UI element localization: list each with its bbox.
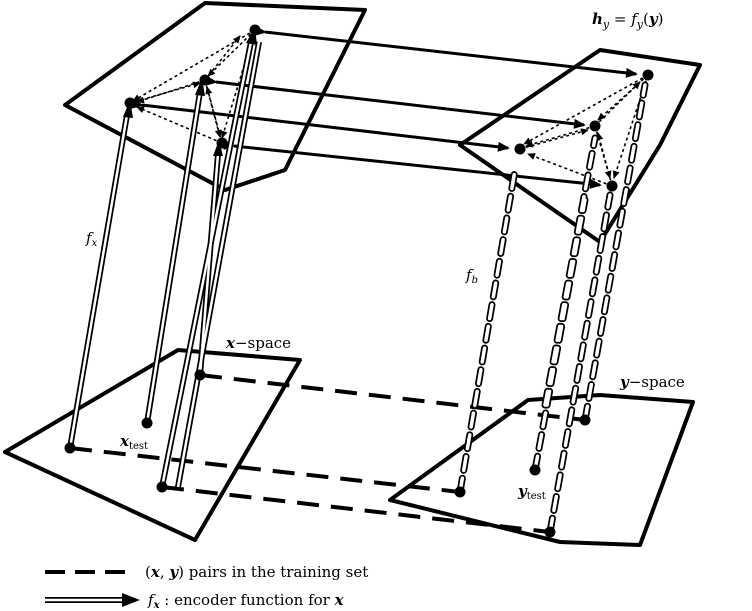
latent-y-label: hy = fy(y) [592,10,663,31]
legend: (x, y) pairs in the training set fx : en… [45,563,368,611]
x-space-plane [3,348,302,542]
encoder-fb-arrows [456,81,649,536]
legend-pairs-text: (x, y) pairs in the training set [145,563,368,581]
x-space-nodes [64,369,206,493]
y-space-label: y−space [619,373,685,391]
legend-encoder-text: fx : encoder function for x [147,591,345,611]
encoder-fx-arrows [67,27,262,488]
x-test-label: xtest [119,432,148,452]
x-space-label: x−space [225,334,291,352]
fx-label: fx [85,229,98,249]
latent-y-nodes [514,69,654,192]
y-test-label: ytest [517,482,546,502]
fb-label: fb [465,266,478,286]
legend-arrow-swatch [45,593,140,607]
training-pair-lines [69,373,586,534]
latent-matching-arrows [131,25,638,189]
y-space-nodes [454,414,591,538]
latent-x-nodes [124,24,261,149]
y-space-plane [388,393,695,547]
